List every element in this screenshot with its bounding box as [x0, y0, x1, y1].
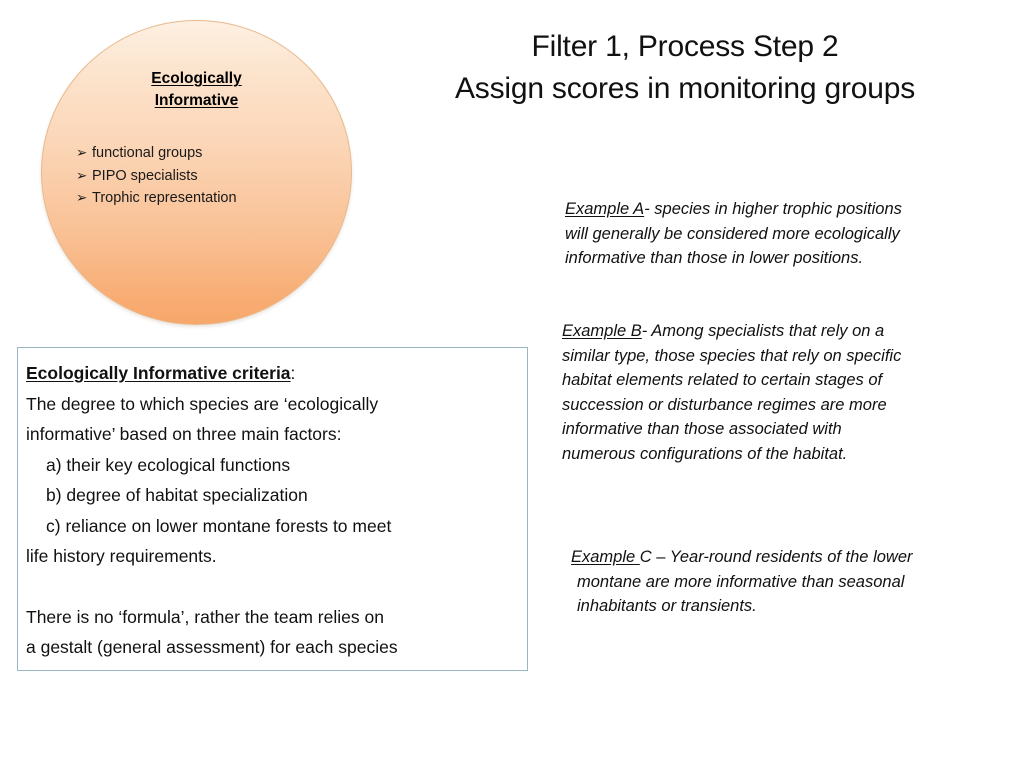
- arrowhead-bullet-icon: ➢: [76, 167, 88, 183]
- example-b-line: succession or disturbance regimes are mo…: [562, 395, 887, 414]
- ecologically-informative-circle: [41, 20, 352, 325]
- example-c-block: Example C – Year-round residents of the …: [571, 545, 1011, 619]
- example-b-first-line: Example B- Among specialists that rely o…: [562, 319, 1002, 344]
- example-a-label: Example A: [565, 200, 645, 218]
- example-a-line: will generally be considered more ecolog…: [565, 224, 900, 243]
- example-a-line: informative than those in lower position…: [565, 249, 864, 267]
- circle-bullet-list: ➢functional groups ➢PIPO specialists ➢Tr…: [76, 142, 346, 210]
- example-c-label: Example: [571, 548, 640, 566]
- page-title: Filter 1, Process Step 2 Assign scores i…: [390, 26, 980, 110]
- list-item-label: functional groups: [92, 145, 203, 161]
- list-item: ➢ Trophic representation: [76, 187, 346, 210]
- list-item: ➢ functional groups: [76, 142, 346, 165]
- criteria-line: The degree to which species are ‘ecologi…: [26, 393, 379, 414]
- criteria-item-b: b) degree of habitat specialization: [46, 485, 308, 505]
- criteria-item-c: c) reliance on lower montane forests to …: [46, 515, 392, 536]
- list-item-label: PIPO specialists: [92, 167, 198, 184]
- example-b-line: numerous configurations of the habitat.: [562, 444, 848, 463]
- arrowhead-bullet-icon: ➢: [76, 145, 88, 160]
- example-c-line: C – Year-round residents of the lower: [639, 548, 913, 566]
- example-a-line: - species in higher trophic positions: [644, 200, 902, 218]
- example-c-line: inhabitants or transients.: [577, 597, 757, 615]
- example-b-line: similar type, those species that rely on…: [562, 346, 902, 365]
- criteria-item-a: a) their key ecological functions: [46, 454, 291, 475]
- circle-heading-line-2: Informative: [154, 92, 239, 109]
- example-a-block: Example A- species in higher trophic pos…: [565, 197, 1005, 271]
- criteria-heading-row: Ecologically Informative criteria:: [26, 358, 526, 389]
- example-b-line: - Among specialists that rely on a: [641, 322, 885, 340]
- arrowhead-bullet-icon: ➢: [76, 190, 88, 205]
- criteria-item-c-tail: life history requirements.: [26, 546, 217, 566]
- example-a-first-line: Example A- species in higher trophic pos…: [565, 197, 1005, 222]
- criteria-box: [17, 347, 528, 671]
- criteria-text: Ecologically Informative criteria: The d…: [26, 358, 526, 663]
- example-b-label: Example B: [562, 322, 642, 340]
- criteria-closing-line: a gestalt (general assessment) for each …: [26, 637, 398, 657]
- criteria-spacer: [26, 572, 526, 602]
- criteria-heading-colon: :: [290, 363, 296, 383]
- criteria-line: informative’ based on three main factors…: [26, 424, 342, 444]
- page-title-line-1: Filter 1, Process Step 2: [531, 30, 839, 63]
- circle-heading: Ecologically Informative: [41, 68, 352, 112]
- list-item: ➢PIPO specialists: [76, 165, 346, 188]
- example-b-line: informative than those associated with: [562, 420, 842, 438]
- example-b-line: habitat elements related to certain stag…: [562, 371, 883, 389]
- list-item-label: Trophic representation: [92, 190, 237, 206]
- page-title-line-2: Assign scores in monitoring groups: [454, 72, 916, 105]
- example-b-block: Example B- Among specialists that rely o…: [562, 319, 1002, 466]
- criteria-heading: Ecologically Informative criteria: [26, 363, 291, 383]
- circle-heading-line-1: Ecologically: [151, 70, 242, 87]
- example-c-line: montane are more informative than season…: [577, 572, 905, 591]
- example-c-first-line: Example C – Year-round residents of the …: [571, 545, 1011, 570]
- criteria-closing-line: There is no ‘formula’, rather the team r…: [26, 606, 384, 627]
